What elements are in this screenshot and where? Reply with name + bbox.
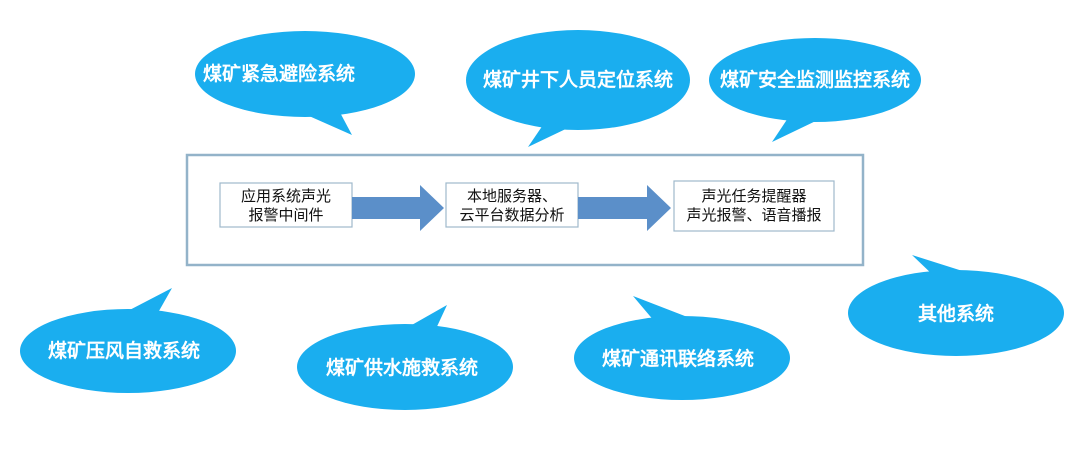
bubble-water-supply-rescue: 煤矿供水施救系统 <box>297 305 513 410</box>
flow-box-middleware: 应用系统声光 报警中间件 <box>219 182 353 228</box>
flow-box-alarm-broadcast-line1: 声光任务提醒器 <box>701 187 806 205</box>
bubble-emergency-refuge: 煤矿紧急避险系统 <box>195 31 415 135</box>
flow-box-middleware-line2: 报警中间件 <box>248 206 323 224</box>
bubble-compressed-air-rescue: 煤矿压风自救系统 <box>20 288 236 393</box>
flow-box-alarm-broadcast-line2: 声光报警、语音播报 <box>686 206 821 224</box>
bubble-communication-contact-label: 煤矿通讯联络系统 <box>602 347 754 370</box>
bubble-other-systems-label: 其他系统 <box>918 302 994 325</box>
flow-box-middleware-line1: 应用系统声光 <box>241 187 331 205</box>
flow-arrow-1 <box>352 185 444 231</box>
bubble-compressed-air-rescue-label: 煤矿压风自救系统 <box>48 339 200 362</box>
flow-box-alarm-broadcast: 声光任务提醒器 声光报警、语音播报 <box>673 180 835 232</box>
bubble-communication-contact: 煤矿通讯联络系统 <box>574 296 790 400</box>
flow-box-server-analysis-line1: 本地服务器、 <box>467 187 557 205</box>
bubble-emergency-refuge-label: 煤矿紧急避险系统 <box>203 62 355 85</box>
flow-arrow-2 <box>578 185 671 231</box>
flow-box-server-analysis: 本地服务器、 云平台数据分析 <box>445 182 579 228</box>
bubble-personnel-positioning: 煤矿井下人员定位系统 <box>466 30 690 147</box>
bubble-safety-monitoring: 煤矿安全监测监控系统 <box>709 38 921 142</box>
flow-box-server-analysis-line2: 云平台数据分析 <box>459 206 564 224</box>
bubble-other-systems: 其他系统 <box>848 255 1064 356</box>
bubble-personnel-positioning-label: 煤矿井下人员定位系统 <box>483 68 673 91</box>
bubble-safety-monitoring-label: 煤矿安全监测监控系统 <box>720 68 910 91</box>
bubble-water-supply-rescue-label: 煤矿供水施救系统 <box>326 356 478 379</box>
